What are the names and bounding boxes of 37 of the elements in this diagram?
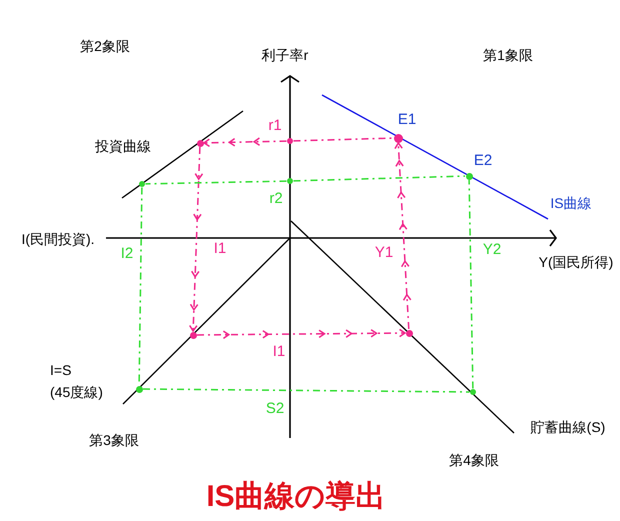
dashed-line — [468, 180, 474, 389]
dashed-arrow — [197, 328, 406, 339]
value-label: I2 — [120, 246, 134, 262]
dashed-line — [145, 180, 287, 185]
value-label: Y2 — [482, 242, 502, 258]
quadrant-label: 第3象限 — [89, 432, 139, 448]
quadrant-label: 第2象限 — [80, 38, 130, 54]
title: IS曲線の導出 — [206, 480, 386, 514]
value-label: I1 — [214, 241, 226, 257]
point-label: E2 — [474, 153, 492, 169]
curve-label: 投資曲線 — [95, 138, 151, 154]
point-dot — [136, 386, 142, 392]
point-dot — [139, 181, 145, 187]
point-label: r1 — [268, 118, 282, 134]
point-dot — [190, 332, 196, 338]
point-label: E1 — [398, 112, 416, 128]
axis-label: Y(国民所得) — [538, 254, 614, 270]
quadrant-label: 第1象限 — [483, 47, 533, 63]
point-dot — [470, 389, 476, 395]
dashed-arrow — [394, 142, 412, 330]
point-dot — [196, 140, 204, 146]
dashed-line — [143, 388, 470, 393]
curve-label: IS曲線 — [550, 195, 592, 211]
curve-label: 貯蓄曲線(S) — [530, 419, 606, 435]
dashed-arrow — [189, 146, 204, 332]
point-label: r2 — [269, 191, 283, 207]
dashed-arrow — [204, 137, 287, 147]
axis-label: 利子率r — [262, 47, 308, 63]
dashed-line — [293, 137, 394, 142]
value-label: S2 — [266, 401, 284, 417]
value-label: I1 — [272, 344, 286, 360]
curve-label: I=S (45度線) — [50, 361, 104, 402]
dashed-line — [293, 175, 466, 182]
quadrant-label: 第4象限 — [449, 452, 499, 468]
value-label: Y1 — [374, 245, 394, 261]
axis-label: I(民間投資). — [21, 231, 95, 247]
point-dot — [406, 330, 412, 336]
